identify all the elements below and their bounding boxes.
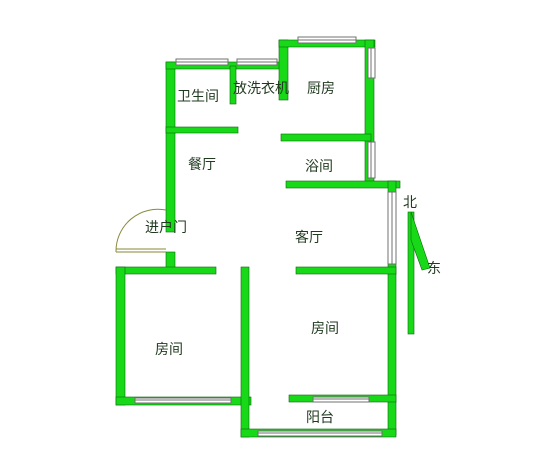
label-bedroom-left: 房间	[155, 342, 183, 358]
label-bathroom: 卫生间	[177, 89, 219, 105]
label-kitchen: 厨房	[307, 81, 335, 97]
wall-bedroom-right-top	[295, 266, 397, 275]
entrance-door	[115, 208, 167, 253]
door-arc	[115, 208, 167, 253]
wall-center	[240, 266, 250, 438]
window-mullions	[135, 39, 393, 434]
compass-arrow	[410, 211, 431, 271]
label-shower: 浴间	[305, 159, 333, 175]
label-balcony: 阳台	[306, 410, 334, 426]
wall-left-upper	[165, 61, 176, 233]
wall-bath-bottom	[165, 126, 239, 134]
compass-east-label: 东	[427, 261, 441, 277]
wall-shower-bottom	[285, 180, 401, 189]
compass	[407, 211, 431, 335]
label-dining: 餐厅	[188, 157, 216, 173]
wall-bedroom-left-top	[115, 266, 217, 275]
compass-north-label: 北	[403, 195, 417, 211]
label-entrance: 进户门	[145, 220, 187, 236]
wall-kitchen-bottom	[280, 133, 372, 142]
label-living: 客厅	[295, 230, 323, 246]
label-laundry: 放洗衣机	[233, 81, 289, 97]
walls	[115, 39, 401, 438]
wall-laundry-post	[229, 65, 237, 105]
label-bedroom-right: 房间	[311, 321, 339, 337]
wall-bedroom-left-side	[115, 266, 126, 406]
